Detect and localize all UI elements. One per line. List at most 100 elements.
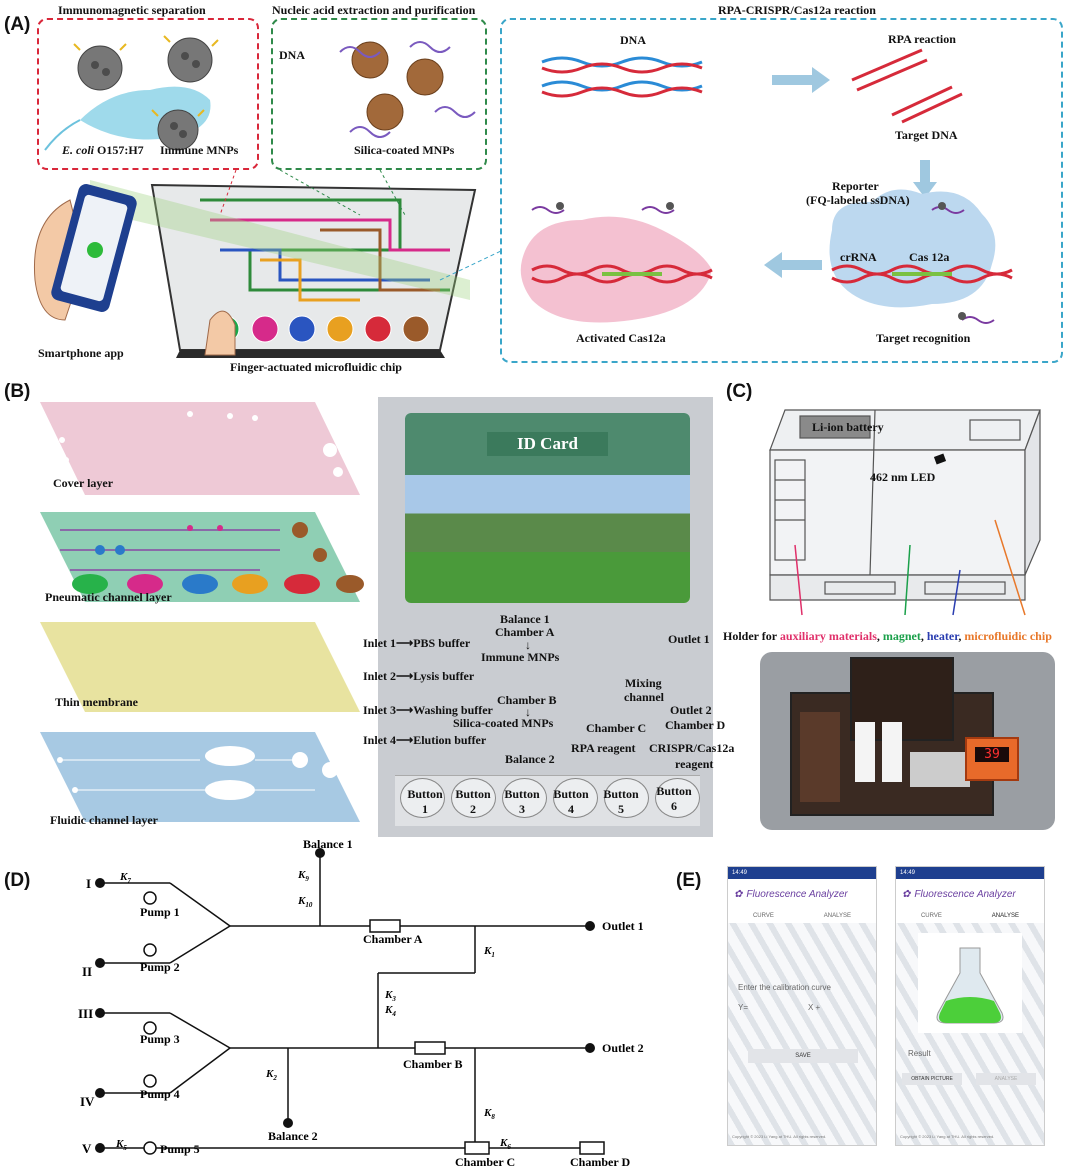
ecoli-label: E. coli O157:H7 bbox=[62, 143, 144, 157]
chip-label: Finger-actuated microfluidic chip bbox=[230, 360, 402, 374]
panel-label-b: (B) bbox=[4, 381, 31, 402]
immune-mnps-label: Immune MNPs bbox=[160, 143, 239, 157]
app-header: ✿Fluorescence Analyzer bbox=[728, 879, 876, 909]
smartphone-label: Smartphone app bbox=[38, 346, 124, 360]
activated-cas12a-label: Activated Cas12a bbox=[576, 331, 666, 345]
chamberA-photo-label: Chamber A bbox=[495, 625, 555, 639]
button-well-2[interactable] bbox=[451, 778, 496, 818]
outlet1-photo-label: Outlet 1 bbox=[668, 632, 710, 646]
tab-analyse[interactable]: ANALYSE bbox=[823, 913, 852, 919]
chamber-c-node: Chamber C bbox=[455, 1155, 515, 1168]
target-recognition-label: Target recognition bbox=[876, 331, 971, 345]
analyse-button[interactable]: ANALYSE bbox=[976, 1073, 1036, 1085]
save-button[interactable]: SAVE bbox=[748, 1049, 858, 1063]
node-II: II bbox=[82, 964, 92, 979]
immunomagnetic-box bbox=[37, 18, 259, 170]
switch-k9: K9 bbox=[297, 869, 309, 883]
chamber-b-node: Chamber B bbox=[403, 1057, 462, 1071]
app-logo-icon: ✿ bbox=[734, 888, 743, 900]
inlet-1-label: Inlet 1⟶PBS buffer bbox=[363, 636, 471, 650]
switch-k7: K7 bbox=[119, 871, 131, 885]
button-well-4[interactable] bbox=[553, 778, 598, 818]
inlet-4-label: Inlet 4⟶Elution buffer bbox=[363, 733, 487, 747]
switch-k6: K6 bbox=[499, 1137, 511, 1151]
button-well-5[interactable] bbox=[604, 778, 649, 818]
switch-k10: K10 bbox=[297, 895, 313, 909]
tab-analyse-2[interactable]: ANALYSE bbox=[991, 913, 1020, 919]
outlet-2-node: Outlet 2 bbox=[602, 1041, 644, 1055]
immunomagnetic-illustration bbox=[44, 35, 219, 151]
dna-label: DNA bbox=[279, 48, 305, 62]
tab-curve[interactable]: CURVE bbox=[752, 913, 774, 919]
outlet2-photo-label: Outlet 2 bbox=[670, 703, 712, 717]
balance1-photo-label: Balance 1 bbox=[500, 612, 550, 626]
switch-k3: K3 bbox=[384, 989, 396, 1003]
app-screen-curve: 14:49 ✿Fluorescence Analyzer CURVE ANALYS… bbox=[727, 866, 877, 1146]
panel-label-e: (E) bbox=[676, 870, 702, 891]
battery-label: Li-ion battery bbox=[812, 420, 884, 434]
status-bar-2: 14:49 bbox=[896, 867, 1044, 879]
holder-caption: Holder for auxiliary materials, magnet, … bbox=[723, 629, 1052, 643]
chamberB-photo-label: Chamber B bbox=[497, 693, 557, 707]
pump-3: Pump 3 bbox=[140, 1032, 180, 1046]
button-well-3[interactable] bbox=[502, 778, 547, 818]
layer-pneumatic: Pneumatic channel layer bbox=[45, 590, 172, 604]
status-bar: 14:49 bbox=[728, 867, 876, 879]
rpa-reaction-label: RPA reaction bbox=[888, 32, 956, 46]
rpa-crispr-illustration bbox=[520, 48, 1013, 324]
device-photo: 39 bbox=[760, 652, 1055, 830]
node-IV: IV bbox=[80, 1094, 95, 1109]
inlet-3-label: Inlet 3⟶Washing buffer bbox=[363, 703, 493, 717]
panel-label-c: (C) bbox=[726, 381, 753, 402]
reporter-sub-label: (FQ-labeled ssDNA) bbox=[806, 193, 910, 207]
obtain-picture-button[interactable]: OBTAIN PICTURE bbox=[902, 1073, 962, 1085]
panel-label-d: (D) bbox=[4, 870, 31, 891]
temperature-readout: 39 bbox=[975, 747, 1009, 762]
immune-photo-label: Immune MNPs bbox=[481, 650, 560, 664]
chip-illustration bbox=[33, 169, 504, 358]
box1-title: Immunomagnetic separation bbox=[58, 3, 206, 17]
outlet-1-node: Outlet 1 bbox=[602, 919, 644, 933]
rpa-dna-label: DNA bbox=[620, 33, 646, 47]
pump-5: Pump 5 bbox=[160, 1142, 200, 1156]
layer-fluidic: Fluidic channel layer bbox=[50, 813, 158, 827]
flask-image bbox=[918, 933, 1022, 1033]
copyright-1: Copyright © 2023 Li Yang at THU. All rig… bbox=[732, 1134, 827, 1139]
switch-k5: K5 bbox=[115, 1138, 127, 1152]
channel-label: channel bbox=[624, 690, 665, 704]
reporter-label: Reporter bbox=[832, 179, 879, 193]
crispr-photo-label: CRISPR/Cas12a bbox=[649, 741, 735, 755]
mixing-label: Mixing bbox=[625, 676, 662, 690]
pump-2: Pump 2 bbox=[140, 960, 180, 974]
tab-curve-2[interactable]: CURVE bbox=[920, 913, 942, 919]
silica-mnps-label: Silica-coated MNPs bbox=[354, 143, 455, 157]
crrna-label: crRNA bbox=[840, 250, 877, 264]
rpa-crispr-box bbox=[500, 18, 1063, 363]
switch-k8: K8 bbox=[483, 1107, 495, 1121]
button-well-1[interactable] bbox=[400, 778, 445, 818]
rpa-photo-label: RPA reagent bbox=[571, 741, 636, 755]
layer-membrane: Thin membrane bbox=[55, 695, 139, 709]
chamberD-photo-label: Chamber D bbox=[665, 718, 726, 732]
switch-k2: K2 bbox=[265, 1068, 277, 1082]
balance2-photo-label: Balance 2 bbox=[505, 752, 555, 766]
panel-label-a: (A) bbox=[4, 14, 31, 35]
id-card: ID Card bbox=[405, 413, 690, 603]
node-V: V bbox=[82, 1141, 92, 1156]
button-well-6[interactable] bbox=[655, 778, 700, 818]
id-card-title: ID Card bbox=[487, 432, 608, 456]
switch-k1: K1 bbox=[483, 945, 495, 959]
box2-title: Nucleic acid extraction and purification bbox=[272, 3, 476, 17]
button-wells bbox=[400, 778, 700, 818]
switch-k4: K4 bbox=[384, 1004, 396, 1018]
nucleic-acid-box bbox=[271, 18, 487, 170]
led-label: 462 nm LED bbox=[870, 470, 936, 484]
chamberC-photo-label: Chamber C bbox=[586, 721, 647, 735]
node-I: I bbox=[86, 876, 91, 891]
